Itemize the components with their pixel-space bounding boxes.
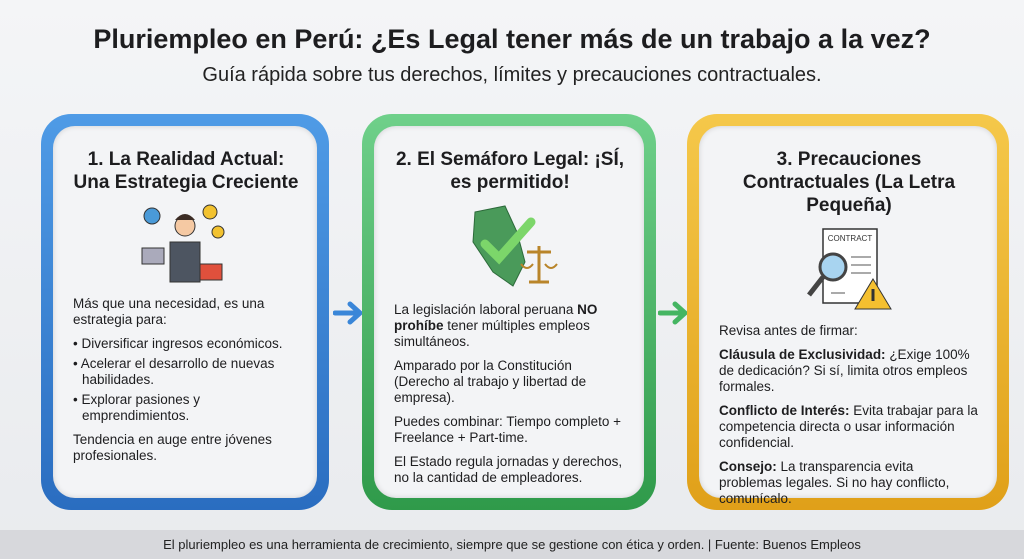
list-item: Explorar pasiones y emprendimientos.	[73, 392, 299, 424]
peru-map-check-scales-icon	[472, 205, 558, 287]
card-paragraph: Amparado por la Constitución (Derecho al…	[394, 358, 587, 405]
card-paragraph: El Estado regula jornadas y derechos, no…	[394, 454, 623, 485]
arrow-right-icon	[658, 301, 689, 325]
card-paragraph: Puedes combinar: Tiempo completo + Freel…	[394, 414, 621, 445]
page-subtitle: Guía rápida sobre tus derechos, límites …	[202, 64, 822, 86]
item-text: Evita trabajar para la competencia direc…	[719, 403, 978, 450]
precaution-item: Cláusula de Exclusividad: ¿Exige 100% de…	[719, 347, 979, 395]
card-title: 2. El Semáforo Legal: ¡SÍ, es permitido!	[395, 149, 625, 193]
arrow-right-icon	[333, 301, 364, 325]
card-realidad-actual: 1. La Realidad Actual: Una Estrategia Cr…	[41, 114, 329, 510]
card-title: 1. La Realidad Actual: Una Estrategia Cr…	[73, 149, 299, 193]
item-text: ¿Exige 100% de dedicación? Si sí, limita…	[719, 347, 970, 394]
benefits-list: Diversificar ingresos económicos. Aceler…	[73, 336, 299, 424]
card-closing: Tendencia en auge entre jóvenes profesio…	[73, 432, 272, 463]
card-intro: Revisa antes de firmar:	[719, 323, 858, 338]
item-text: La transparencia evita problemas legales…	[719, 459, 950, 506]
card-title: 3. Precauciones Contractuales (La Letra …	[742, 149, 956, 216]
list-item: Diversificar ingresos económicos.	[73, 336, 299, 352]
list-item: Acelerar el desarrollo de nuevas habilid…	[73, 356, 299, 388]
text: tener múltiples empleos simultáneos.	[394, 318, 590, 349]
item-heading: Cláusula de Exclusividad:	[719, 347, 886, 362]
item-heading: Conflicto de Interés:	[719, 403, 850, 418]
contract-label: CONTRACT	[828, 234, 873, 243]
card-intro: Más que una necesidad, es una estrategia…	[73, 296, 265, 327]
text: La legislación laboral peruana	[394, 302, 578, 317]
precaution-item: Consejo: La transparencia evita problema…	[719, 459, 979, 507]
multitasking-businessman-icon	[141, 204, 225, 283]
card-semaforo-legal: 2. El Semáforo Legal: ¡SÍ, es permitido!…	[362, 114, 656, 510]
card-precauciones: 3. Precauciones Contractuales (La Letra …	[687, 114, 1009, 510]
footer-note: El pluriempleo es una herramienta de cre…	[0, 530, 1024, 559]
precaution-item: Conflicto de Interés: Evita trabajar par…	[719, 403, 979, 451]
item-heading: Consejo:	[719, 459, 777, 474]
emphasis: NO prohíbe	[394, 302, 598, 333]
card-paragraph: La legislación laboral peruana NO prohíb…	[394, 302, 626, 350]
page-title: Pluriempleo en Perú: ¿Es Legal tener más…	[93, 24, 931, 54]
contract-magnifier-warning-icon: CONTRACT	[807, 228, 892, 310]
